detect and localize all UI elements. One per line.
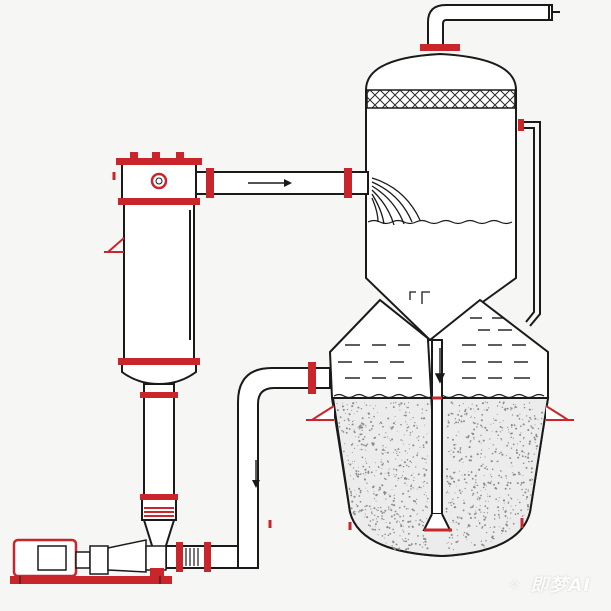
- separator-liquid-level: [367, 219, 513, 225]
- sparkle-logo-icon: ✧: [506, 575, 524, 596]
- downflow-arrow: [434, 348, 446, 384]
- vapor-outlet-pipe: [427, 4, 560, 47]
- sediment-particles: [336, 401, 544, 551]
- heater-support-lug: [104, 237, 125, 253]
- heater-flanges: [116, 158, 202, 500]
- return-pipe: [215, 362, 331, 569]
- watermark: ✧ 即梦AI: [507, 571, 591, 597]
- spray-jet: [371, 177, 421, 226]
- outlet-flange: [420, 44, 460, 51]
- watermark-text: 即梦AI: [530, 575, 591, 596]
- demister-mesh: [366, 89, 516, 109]
- circulation-pump: [10, 538, 172, 584]
- heater-top-bolts: [130, 152, 184, 158]
- vent-symbol: [409, 291, 430, 304]
- tank-support-lugs: [306, 405, 574, 421]
- sight-glass-port-inner: [155, 177, 163, 185]
- suction-line: [165, 542, 239, 572]
- tank-bottom-nozzles: [348, 518, 524, 530]
- central-downcomer: [422, 339, 452, 531]
- separator-vessel: [365, 52, 517, 342]
- heater-expansion-joint: [144, 507, 174, 517]
- sight-glass-port: [150, 172, 168, 190]
- tank-liquid-dashes: [338, 317, 530, 379]
- return-tube-flange: [518, 119, 524, 131]
- transfer-pipe: [195, 168, 369, 198]
- return-tube: [518, 121, 541, 327]
